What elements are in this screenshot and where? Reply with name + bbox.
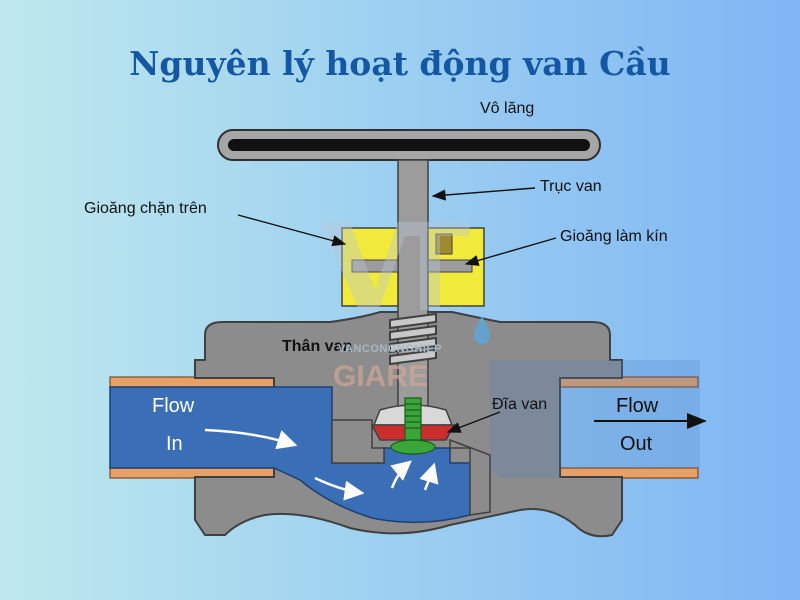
leader-seal-gasket: [464, 237, 557, 266]
outlet-water: [490, 360, 700, 478]
watermark-big-text: GIARE: [333, 360, 429, 393]
watermark-small-text: VANCONGNGHIEP: [338, 343, 443, 355]
label-handwheel: Vô lăng: [480, 100, 535, 117]
flow-arrow-2: [314, 476, 365, 501]
gland-bolt: [435, 233, 453, 255]
stem-threads: [389, 312, 437, 366]
watermark-logo: [320, 222, 470, 312]
label-stem: Trục van: [540, 178, 602, 195]
label-seal-gasket: Gioăng làm kín: [560, 228, 668, 245]
flow-in-word-2: In: [166, 433, 183, 455]
handwheel-grip: [228, 139, 590, 151]
leader-upper-gasket: [237, 214, 347, 247]
flow-out-word-1: Flow: [616, 395, 659, 417]
flow-arrow-3: [390, 460, 412, 489]
page-title: Nguyên lý hoạt động van Cầu: [129, 44, 671, 83]
seat-nut: [390, 439, 436, 455]
seal-gasket: [427, 259, 473, 273]
seat-partition: [331, 419, 385, 464]
seat-partition-right: [449, 438, 491, 516]
inlet-water: [109, 386, 471, 524]
leader-stem: [431, 187, 536, 201]
flow-out-word-2: Out: [620, 433, 653, 455]
leader-disc: [446, 411, 501, 433]
flow-arrow-4: [419, 462, 439, 491]
flow-arrow-1: [204, 428, 298, 450]
flow-in-word-1: Flow: [152, 395, 195, 417]
label-body: Thân van: [282, 338, 353, 355]
label-disc: Đĩa van: [492, 396, 548, 413]
label-upper-gasket: Gioăng chặn trên: [84, 200, 207, 217]
upper-gasket: [351, 259, 399, 273]
watermark-drop-icon: [474, 316, 490, 344]
